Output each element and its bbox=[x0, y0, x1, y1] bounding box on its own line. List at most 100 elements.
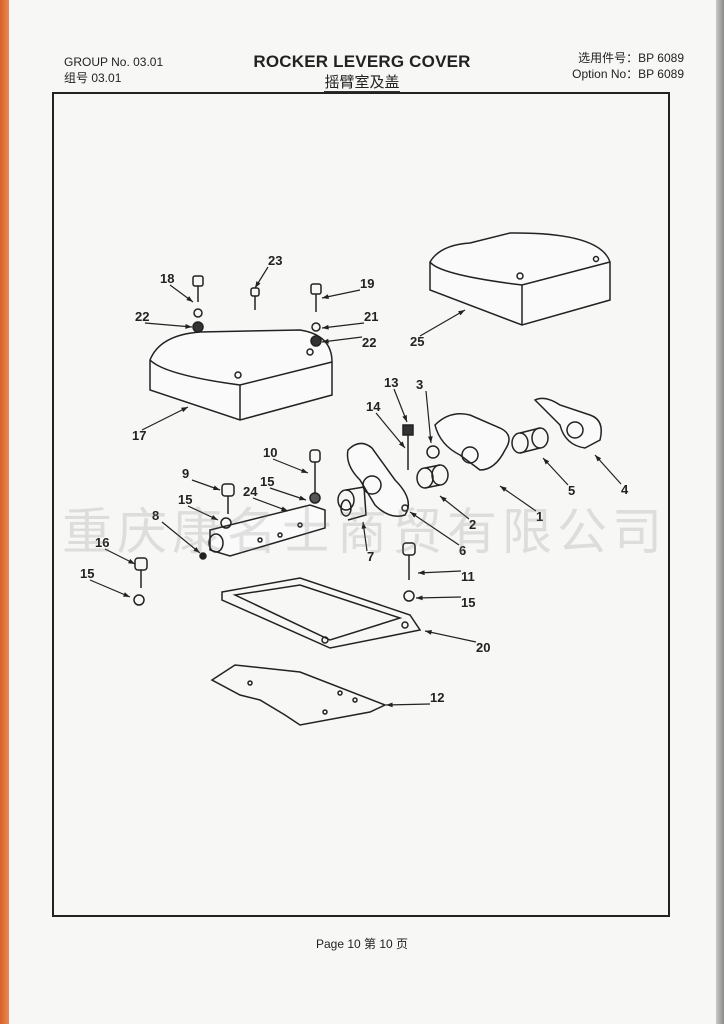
nut-13 bbox=[402, 424, 414, 470]
callout-arrow bbox=[409, 511, 460, 546]
rocker-arm-1 bbox=[434, 413, 510, 471]
callout-arrow bbox=[141, 406, 189, 431]
callout-arrow bbox=[375, 412, 406, 449]
callout-arrowhead bbox=[185, 324, 192, 329]
rocker-arm-4 bbox=[533, 397, 602, 449]
callout-arrowhead bbox=[458, 310, 465, 316]
callout-arrow bbox=[425, 390, 432, 444]
callout-number-18: 18 bbox=[160, 271, 174, 286]
callout-number-17: 17 bbox=[132, 428, 146, 443]
callout-number-24: 24 bbox=[243, 484, 258, 499]
group-number-en: GROUP No. 03.01 bbox=[64, 55, 164, 69]
document-page bbox=[9, 0, 716, 1024]
callout-number-4: 4 bbox=[621, 482, 629, 497]
rocker-cover-17 bbox=[149, 329, 333, 421]
title-en: ROCKER LEVERG COVER bbox=[253, 52, 471, 71]
callout-arrow bbox=[321, 336, 363, 343]
callout-arrow bbox=[419, 309, 466, 337]
callout-arrowhead bbox=[322, 294, 329, 299]
ball-3 bbox=[426, 445, 440, 459]
callout-arrow bbox=[417, 570, 462, 574]
callout-arrowhead bbox=[193, 546, 200, 553]
callout-arrowhead bbox=[543, 458, 550, 465]
callout-number-15: 15 bbox=[260, 474, 274, 489]
callout-number-9: 9 bbox=[182, 466, 189, 481]
callout-arrowhead bbox=[418, 570, 425, 576]
page-footer: Page 10 第 10 页 bbox=[315, 937, 409, 951]
callout-number-13: 13 bbox=[384, 375, 398, 390]
callout-number-20: 20 bbox=[476, 640, 490, 655]
gasket-20 bbox=[221, 577, 422, 649]
callout-number-7: 7 bbox=[367, 549, 374, 564]
callout-number-6: 6 bbox=[459, 543, 466, 558]
callout-arrowhead bbox=[213, 485, 220, 491]
callout-number-2: 2 bbox=[469, 517, 476, 532]
callout-number-3: 3 bbox=[416, 377, 423, 392]
rocker-arm-6 bbox=[346, 442, 410, 517]
option-number-en: Option No：BP 6089 bbox=[572, 67, 684, 81]
page-edge-right bbox=[716, 0, 724, 1024]
title-zh: 摇臂室及盖 bbox=[324, 74, 400, 92]
callout-arrowhead bbox=[322, 324, 329, 330]
callout-number-12: 12 bbox=[430, 690, 444, 705]
callout-number-15: 15 bbox=[80, 566, 94, 581]
callout-arrow bbox=[161, 521, 201, 554]
rocker-cover-25 bbox=[429, 232, 611, 326]
callout-number-25: 25 bbox=[410, 334, 424, 349]
callout-number-22: 22 bbox=[135, 309, 149, 324]
callout-arrowhead bbox=[281, 506, 288, 511]
callout-number-8: 8 bbox=[152, 508, 159, 523]
callout-number-16: 16 bbox=[95, 535, 109, 550]
callout-number-10: 10 bbox=[263, 445, 277, 460]
callout-number-1: 1 bbox=[536, 509, 543, 524]
bolt-10 bbox=[309, 449, 321, 504]
callout-arrowhead bbox=[440, 496, 447, 502]
bolt-16 bbox=[133, 557, 148, 606]
bushing-2 bbox=[416, 464, 449, 489]
callout-number-19: 19 bbox=[360, 276, 374, 291]
callout-arrow bbox=[385, 703, 431, 706]
bolt-18 bbox=[192, 275, 204, 333]
callout-arrowhead bbox=[595, 455, 602, 462]
page-edge-left bbox=[0, 0, 9, 1024]
callout-arrowhead bbox=[181, 407, 188, 413]
callout-number-21: 21 bbox=[364, 309, 378, 324]
callout-number-14: 14 bbox=[366, 399, 381, 414]
callout-number-5: 5 bbox=[568, 483, 575, 498]
callout-arrow bbox=[424, 630, 477, 643]
gasket-12 bbox=[210, 664, 387, 726]
callout-arrowhead bbox=[123, 592, 130, 597]
callout-arrowhead bbox=[402, 415, 407, 422]
group-number: GROUP No. 03.01 组号 03.01 bbox=[64, 54, 163, 86]
callout-arrowhead bbox=[186, 296, 193, 302]
callout-number-11: 11 bbox=[461, 569, 475, 584]
callout-arrowhead bbox=[255, 281, 261, 288]
bolt-11 bbox=[402, 542, 416, 602]
callout-arrowhead bbox=[425, 630, 432, 635]
group-number-zh: 组号 03.01 bbox=[64, 71, 122, 85]
callout-arrow bbox=[415, 596, 462, 599]
callout-arrowhead bbox=[322, 338, 329, 344]
bushing-7 bbox=[337, 486, 367, 521]
option-number-zh: 选用件号：BP 6089 bbox=[578, 51, 684, 65]
callout-arrowhead bbox=[299, 495, 306, 501]
bolt-9 bbox=[220, 483, 235, 529]
callout-number-22: 22 bbox=[362, 335, 376, 350]
callout-arrowhead bbox=[500, 486, 507, 492]
callout-arrowhead bbox=[128, 558, 135, 564]
callout-number-23: 23 bbox=[268, 253, 282, 268]
callout-arrowhead bbox=[301, 468, 308, 473]
callout-arrowhead bbox=[361, 522, 367, 529]
callout-arrowhead bbox=[427, 436, 433, 443]
page-title: ROCKER LEVERG COVER 摇臂室及盖 bbox=[0, 52, 724, 92]
stud-23 bbox=[250, 287, 260, 310]
callout-number-15: 15 bbox=[178, 492, 192, 507]
callout-arrow bbox=[321, 322, 365, 329]
callout-arrow bbox=[499, 485, 537, 512]
diagram-frame bbox=[52, 92, 670, 917]
callout-number-15: 15 bbox=[461, 595, 475, 610]
callout-arrowhead bbox=[398, 441, 405, 448]
rocker-shaft-24 bbox=[199, 504, 326, 560]
